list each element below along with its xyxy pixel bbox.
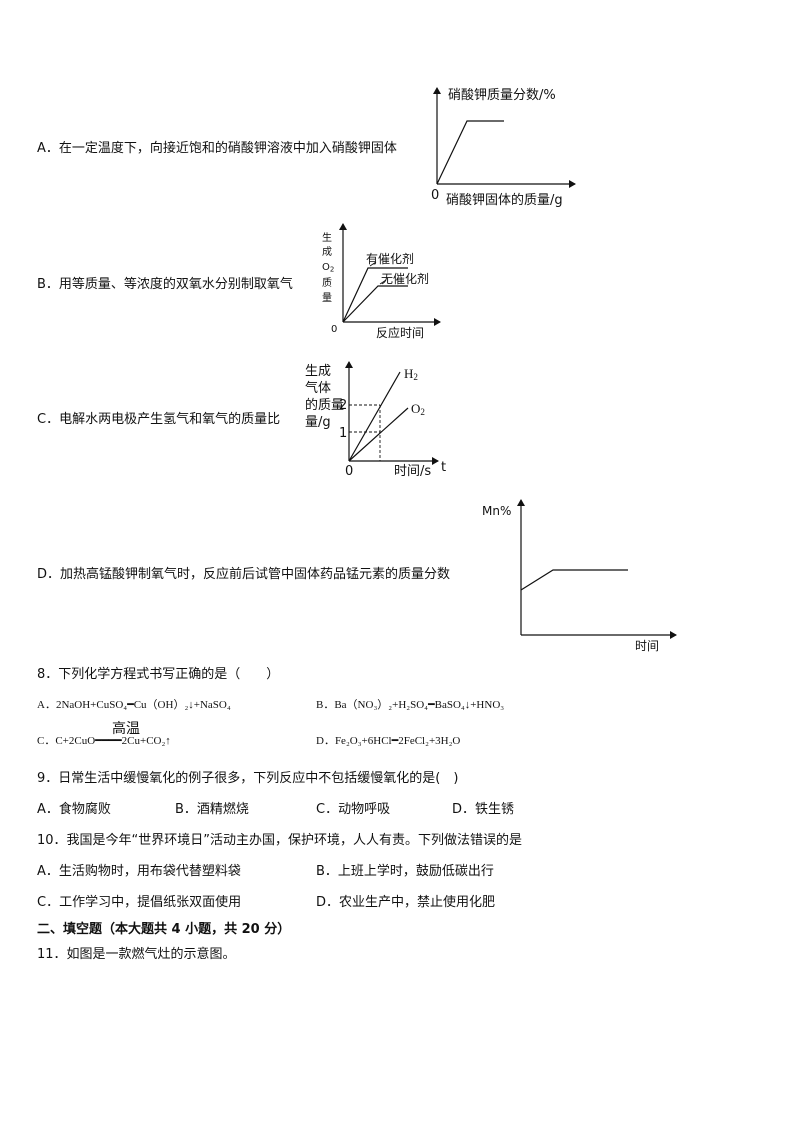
- q10-option-b: B．上班上学时，鼓励低碳出行: [316, 864, 494, 879]
- chart-b-series-1: 有催化剂: [366, 252, 415, 266]
- q10-option-d: D．农业生产中，禁止使用化肥: [316, 895, 496, 910]
- chart-c-line-h2: [348, 371, 401, 462]
- option-c-text: C．电解水两电极产生氢气和氧气的质量比: [37, 412, 281, 427]
- q8-option-b: B．Ba（NO₃）₂+H₂SO₄━BaSO₄↓+HNO₃: [316, 699, 505, 711]
- chart-a-origin: 0: [431, 188, 440, 203]
- chart-d-ylabel: Mn%: [482, 504, 512, 518]
- q8-option-c-condition: 高温: [112, 721, 140, 737]
- chart-b-ylabel-2: 成: [322, 247, 332, 258]
- q8-option-a: A．2NaOH+CuSO₄━Cu（OH）₂↓+NaSO₄: [37, 699, 231, 711]
- chart-c-xlabel: 时间/s: [394, 464, 432, 479]
- q9-option-d: D．铁生锈: [452, 802, 515, 817]
- chart-b-xlabel: 反应时间: [376, 326, 425, 340]
- chart-c-x-extra: t: [441, 460, 447, 475]
- q8-stem: 8．下列化学方程式书写正确的是（ ）: [37, 667, 280, 682]
- q10-option-c: C．工作学习中，提倡纸张双面使用: [37, 895, 242, 910]
- chart-b-line-no-catalyst: [342, 285, 408, 323]
- q10-stem: 10．我国是今年“世界环境日”活动主办国，保护环境，人人有责。下列做法错误的是: [37, 833, 523, 848]
- chart-c-origin: 0: [345, 464, 354, 479]
- q9-option-a: A．食物腐败: [37, 802, 111, 817]
- chart-b-ylabel-1: 生: [322, 233, 332, 244]
- chart-c-ytick-2: 2: [339, 398, 348, 413]
- chart-b-origin: 0: [331, 324, 338, 335]
- chart-a-line: [436, 120, 504, 185]
- q8-option-c: C．C+2CuO━━━━2Cu+CO₂↑: [37, 735, 171, 747]
- q11-stem: 11．如图是一款燃气灶的示意图。: [37, 947, 236, 962]
- q9-option-c: C．动物呼吸: [316, 802, 391, 817]
- chart-d-xlabel: 时间: [635, 639, 660, 653]
- chart-c-line-o2: [348, 407, 409, 462]
- chart-c-ytick-1: 1: [339, 426, 348, 441]
- q9-stem: 9．日常生活中缓慢氧化的例子很多，下列反应中不包括缓慢氧化的是( ): [37, 771, 459, 786]
- chart-c-series-h2: H2: [404, 366, 418, 382]
- chart-a-ylabel: 硝酸钾质量分数/%: [448, 88, 556, 103]
- option-d-text: D．加热高锰酸钾制氧气时，反应前后试管中固体药品锰元素的质量分数: [37, 567, 451, 582]
- chart-b-ylabel-4: 质: [322, 278, 332, 289]
- chart-c-ylabel-3: 的质量: [305, 398, 345, 413]
- q8-option-d: D．Fe₂O₃+6HCl━2FeCl₂+3H₂O: [316, 735, 461, 747]
- option-b-text: B．用等质量、等浓度的双氧水分别制取氧气: [37, 277, 293, 292]
- q9-option-b: B．酒精燃烧: [175, 802, 249, 817]
- option-a-text: A．在一定温度下，向接近饱和的硝酸钾溶液中加入硝酸钾固体: [37, 141, 397, 156]
- chart-c-ylabel-1: 生成: [305, 364, 332, 379]
- chart-b-ylabel-3: O2: [322, 262, 335, 274]
- section-2-title: 二、填空题（本大题共 4 小题，共 20 分）: [37, 922, 291, 937]
- chart-c-series-o2: O2: [411, 401, 425, 417]
- chart-b-series-2: 无催化剂: [381, 272, 430, 286]
- q10-option-a: A．生活购物时，用布袋代替塑料袋: [37, 864, 241, 879]
- chart-a-xlabel: 硝酸钾固体的质量/g: [446, 193, 563, 208]
- chart-c-ylabel-4: 量/g: [305, 415, 331, 430]
- chart-c-ylabel-2: 气体: [305, 381, 332, 396]
- chart-d-line: [520, 569, 628, 591]
- chart-b-ylabel-5: 量: [322, 293, 332, 304]
